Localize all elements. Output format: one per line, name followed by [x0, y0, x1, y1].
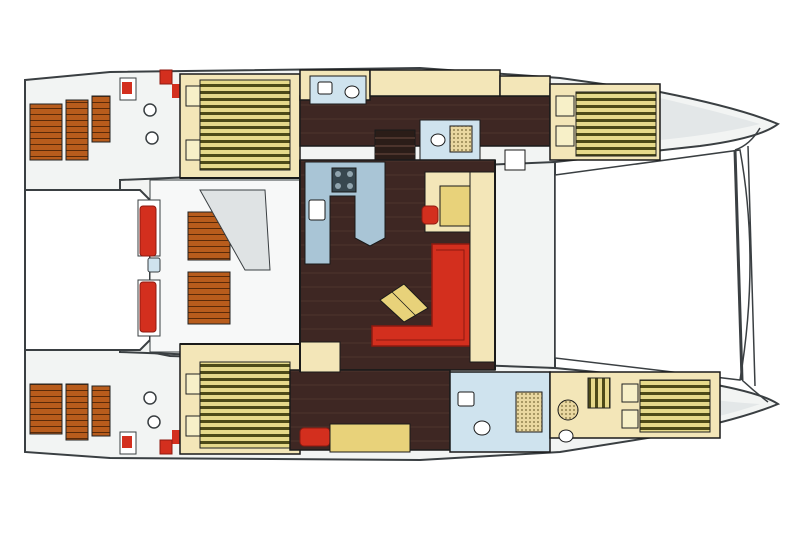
- sink-icon: [147, 257, 161, 273]
- shower-drain-icon: [449, 125, 473, 153]
- winch-icon: [143, 103, 157, 117]
- shower-drain-icon: [515, 391, 543, 433]
- starboard-hull-corridor: [289, 341, 551, 453]
- aft-cabin-starboard: [179, 343, 301, 455]
- sink-icon: [308, 199, 326, 221]
- cockpit-cushion-port: [139, 205, 157, 257]
- toilet-icon: [344, 85, 360, 99]
- helm-starboard: [119, 391, 180, 455]
- forward-cabin-port: [504, 83, 661, 171]
- port-hull-corridor: [299, 69, 551, 161]
- bed-aft-starboard: [199, 361, 291, 449]
- cushion-helm-starboard: [122, 436, 132, 448]
- bed-aft-port: [199, 79, 291, 171]
- toilet-icon: [430, 133, 446, 147]
- aft-cabin-port: [179, 73, 301, 179]
- sink-icon: [317, 81, 333, 95]
- sink-icon: [457, 391, 475, 407]
- bed-forward-starboard: [639, 379, 711, 433]
- cushion-helm-starboard-2: [172, 430, 180, 444]
- stern-steps-port: [29, 95, 111, 161]
- cockpit-table-aft: [187, 271, 231, 325]
- helm-port: [119, 69, 180, 145]
- winch-icon: [143, 391, 157, 405]
- shower-drain-icon: [557, 399, 579, 421]
- bulkheads: [180, 160, 496, 372]
- stern-steps-starboard: [29, 383, 111, 441]
- toilet-icon: [558, 429, 574, 443]
- forward-cabin-starboard: [549, 371, 721, 443]
- galley-counter: [304, 161, 386, 265]
- winch-icon: [147, 415, 161, 429]
- nav-chair: [421, 205, 439, 225]
- companionway-stairs-port: [374, 129, 416, 161]
- bed-forward-port: [575, 91, 657, 157]
- cockpit: [137, 179, 301, 353]
- cushion-starboard-corridor: [299, 427, 331, 447]
- cushion-helm-port: [122, 82, 132, 94]
- saloon-table: [379, 283, 429, 323]
- toilet-icon: [473, 420, 491, 436]
- stove-icon: [331, 167, 357, 193]
- cushion-helm-port-2: [172, 84, 180, 98]
- step-ladder: [587, 377, 611, 409]
- cockpit-cushion-starboard: [139, 281, 157, 333]
- winch-icon: [145, 131, 159, 145]
